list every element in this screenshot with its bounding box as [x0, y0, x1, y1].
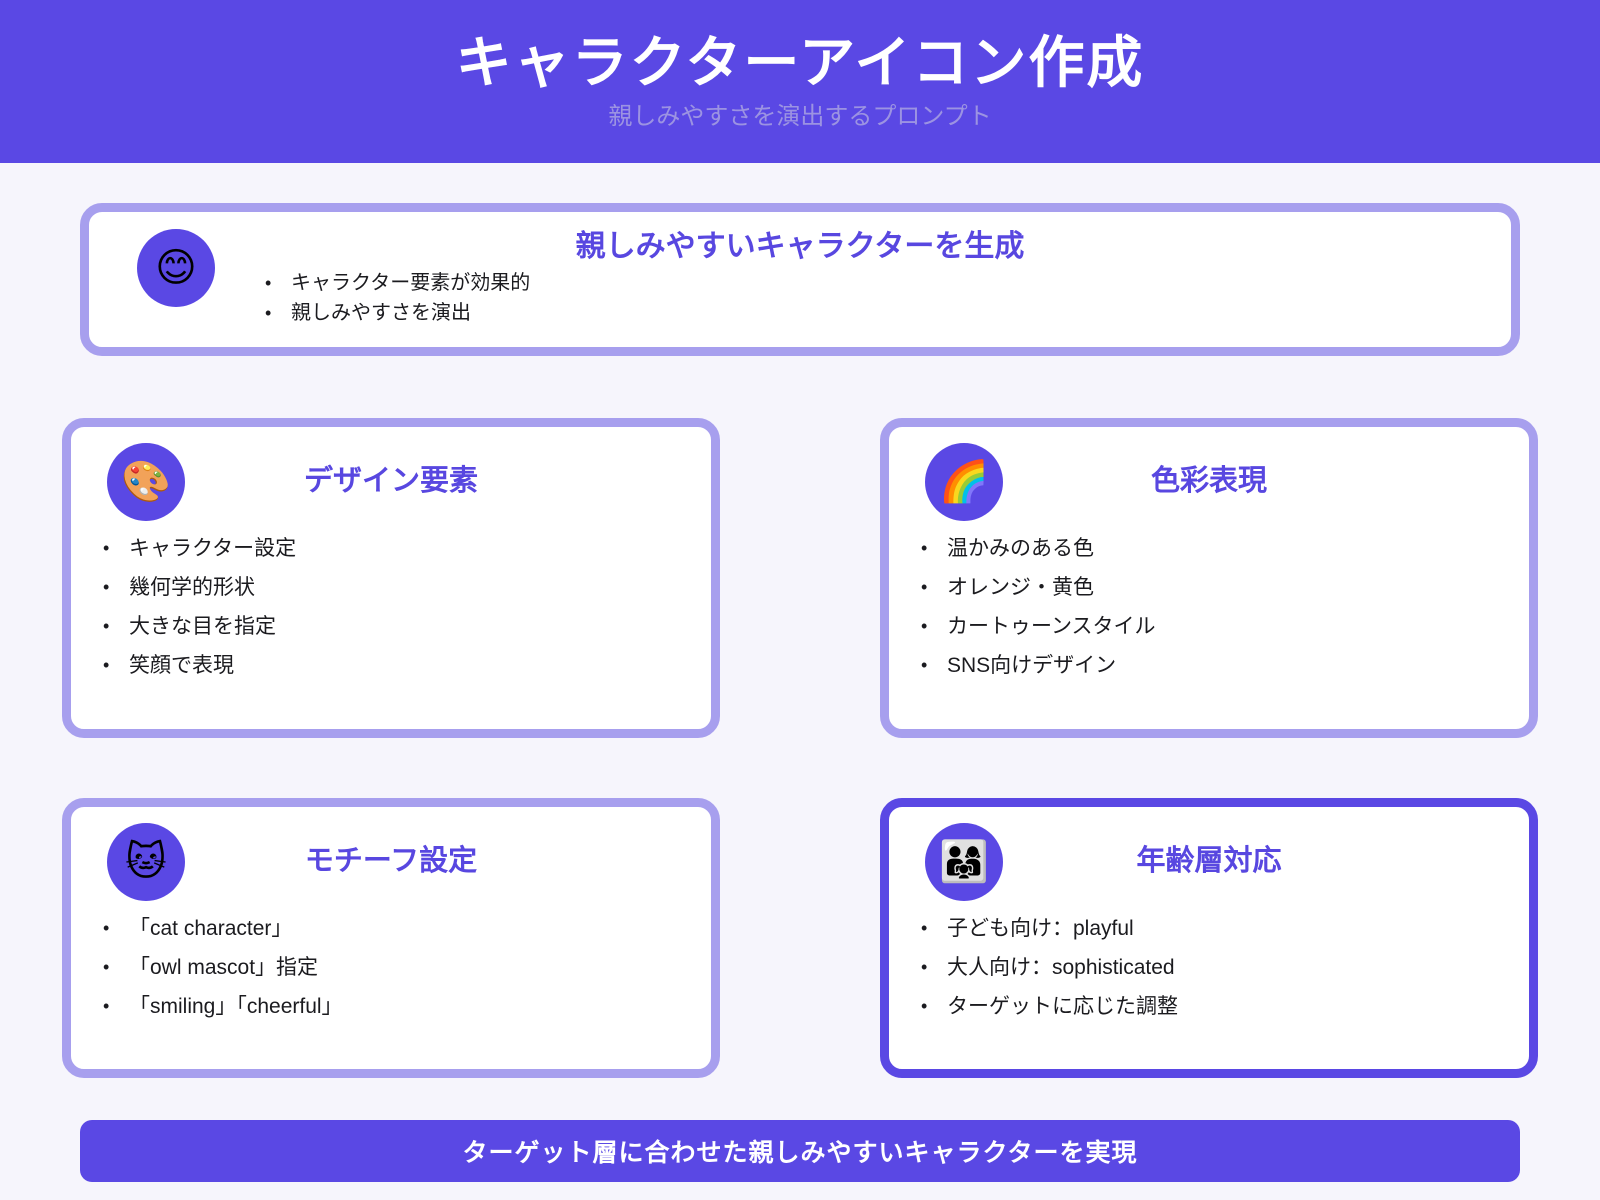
card-age-group: 👨‍👩‍👧 年齢層対応 子ども向け：playful 大人向け：sophistic…: [880, 798, 1538, 1078]
motif-bullet-list: 「cat character」 「owl mascot」指定 「smiling」…: [95, 909, 687, 1026]
list-item: キャラクター設定: [95, 529, 687, 568]
page-header: キャラクターアイコン作成 親しみやすさを演出するプロンプト: [0, 0, 1600, 163]
list-item: カートゥーンスタイル: [913, 607, 1505, 646]
summary-card-title: 親しみやすいキャラクターを生成: [575, 230, 1025, 263]
summary-card: 😊 親しみやすいキャラクターを生成 キャラクター要素が効果的 親しみやすさを演出: [80, 203, 1520, 356]
summary-bullet-list: キャラクター要素が効果的 親しみやすさを演出: [257, 268, 530, 328]
card-color-expression: 🌈 色彩表現 温かみのある色 オレンジ・黄色 カートゥーンスタイル SNS向けデ…: [880, 418, 1538, 738]
list-item: 温かみのある色: [913, 529, 1505, 568]
age-icon-circle: 👨‍👩‍👧: [925, 823, 1003, 901]
card-design-elements: 🎨 デザイン要素 キャラクター設定 幾何学的形状 大きな目を指定 笑顔で表現: [62, 418, 720, 738]
page-subtitle: 親しみやすさを演出するプロンプト: [608, 102, 992, 130]
palette-icon: 🎨: [121, 460, 171, 504]
card-title-age-group: 年齢層対応: [1136, 845, 1282, 877]
list-item: 大きな目を指定: [95, 607, 687, 646]
list-item: 親しみやすさを演出: [257, 298, 530, 328]
list-item: 大人向け：sophisticated: [913, 948, 1505, 987]
summary-icon-circle: 😊: [137, 229, 215, 307]
list-item: ターゲットに応じた調整: [913, 987, 1505, 1026]
list-item: 子ども向け：playful: [913, 909, 1505, 948]
list-item: キャラクター要素が効果的: [257, 268, 530, 298]
motif-icon-circle: 🐱: [107, 823, 185, 901]
list-item: 「cat character」: [95, 909, 687, 948]
cat-face-icon: 🐱: [125, 840, 167, 884]
design-icon-circle: 🎨: [107, 443, 185, 521]
color-icon-circle: 🌈: [925, 443, 1003, 521]
color-bullet-list: 温かみのある色 オレンジ・黄色 カートゥーンスタイル SNS向けデザイン: [913, 529, 1505, 685]
family-icon: 👨‍👩‍👧: [939, 840, 989, 884]
list-item: 笑顔で表現: [95, 646, 687, 685]
smiling-face-icon: 😊: [155, 246, 197, 290]
card-title-color-expression: 色彩表現: [1150, 465, 1267, 497]
age-bullet-list: 子ども向け：playful 大人向け：sophisticated ターゲットに応…: [913, 909, 1505, 1026]
page-title: キャラクターアイコン作成: [455, 30, 1145, 94]
rainbow-icon: 🌈: [939, 460, 989, 504]
list-item: 「owl mascot」指定: [95, 948, 687, 987]
footer-banner-text: ターゲット層に合わせた親しみやすいキャラクターを実現: [462, 1139, 1138, 1167]
card-motif-settings: 🐱 モチーフ設定 「cat character」 「owl mascot」指定 …: [62, 798, 720, 1078]
card-title-design-elements: デザイン要素: [303, 465, 478, 497]
card-title-motif-settings: モチーフ設定: [304, 845, 478, 877]
list-item: 「smiling」「cheerful」: [95, 987, 687, 1026]
list-item: オレンジ・黄色: [913, 568, 1505, 607]
list-item: SNS向けデザイン: [913, 646, 1505, 685]
footer-banner: ターゲット層に合わせた親しみやすいキャラクターを実現: [80, 1120, 1520, 1182]
design-bullet-list: キャラクター設定 幾何学的形状 大きな目を指定 笑顔で表現: [95, 529, 687, 685]
list-item: 幾何学的形状: [95, 568, 687, 607]
